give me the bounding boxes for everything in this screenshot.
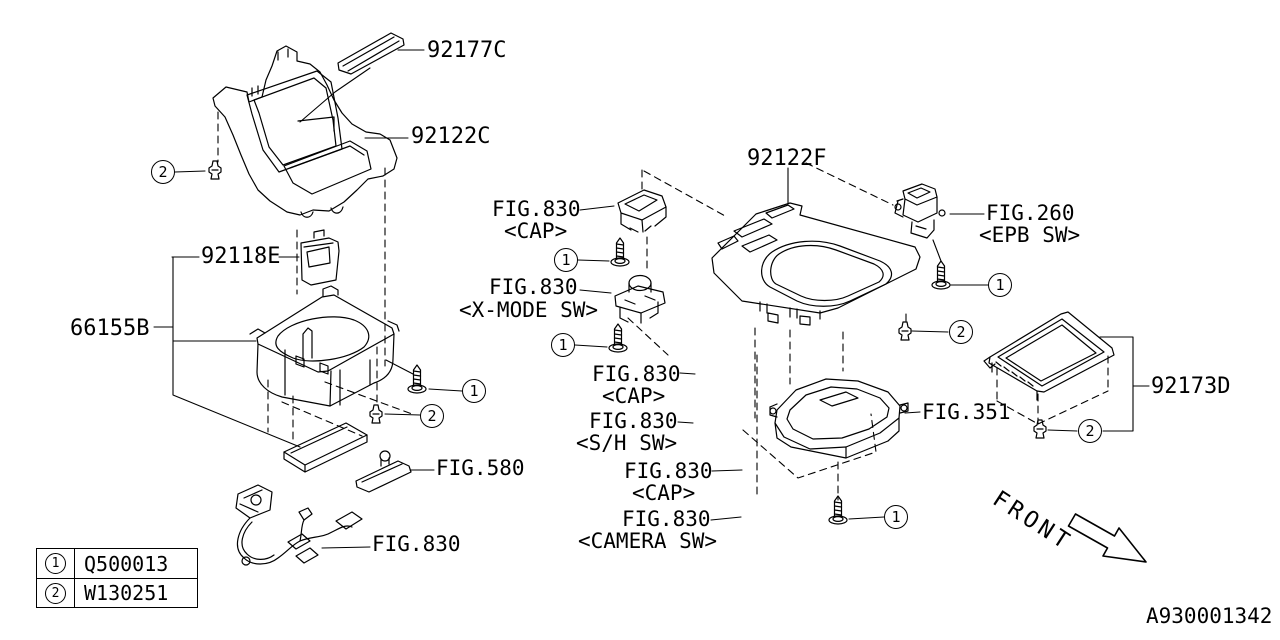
figure-ref-xmode: FIG.830 [489, 275, 578, 299]
part-label-92173d: 92173D [1151, 374, 1231, 399]
screw-icon [407, 364, 427, 394]
figure-ref-cap-top-sub: <CAP> [504, 219, 568, 243]
callout-1-box-screw: 1 [462, 379, 486, 403]
document-number: A930001342 [1146, 604, 1273, 628]
legend-row: 2 W130251 [37, 578, 197, 607]
bracket-92118e-drawing [300, 229, 340, 286]
part-label-92177c: 92177C [427, 38, 507, 63]
assembly-dashed-lines [217, 111, 1109, 501]
callout-legend-table: 1 Q500013 2 W130251 [36, 548, 198, 608]
figure-ref-sh-sub: <S/H SW> [576, 431, 678, 455]
callout-2-legend: 2 [45, 582, 66, 604]
figure-ref-camera: FIG.830 [622, 507, 711, 531]
figure-ref-epb: FIG.260 [986, 201, 1075, 225]
console-box-66155b-drawing [249, 285, 400, 407]
part-label-92122f: 92122F [747, 146, 827, 171]
legend-row: 1 Q500013 [37, 549, 197, 578]
harness-fig830-drawing [235, 484, 363, 566]
console-panel-92122c-drawing [212, 45, 398, 218]
figure-ref-cap-top: FIG.830 [492, 197, 581, 221]
console-panel-92122f-drawing [711, 202, 921, 326]
clip-icon [369, 404, 383, 424]
callout-2-tray-clip: 2 [1078, 419, 1102, 443]
legend-part-number: Q500013 [84, 551, 169, 576]
callout-1-xmode-screw: 1 [551, 333, 575, 357]
legend-part-number: W130251 [84, 581, 169, 605]
callout-2-box-clip: 2 [420, 404, 444, 428]
callout-1-legend: 1 [45, 553, 66, 574]
figure-ref-xmode-sub: <X-MODE SW> [459, 298, 599, 322]
front-arrow-icon [1067, 513, 1147, 563]
xmode-switch-drawing [614, 274, 666, 324]
leader-lines [153, 49, 1150, 549]
part-label-92118e: 92118E [201, 244, 281, 269]
screw-icon [610, 237, 630, 267]
figure-ref-harness: FIG.830 [372, 532, 461, 556]
figure-ref-cap-mid-sub: <CAP> [602, 384, 666, 408]
fig351-bezel-drawing [769, 378, 909, 459]
mat-pad-drawing [283, 422, 368, 473]
callout-1-bezel-screw: 1 [884, 505, 908, 529]
figure-ref-fig351: FIG.351 [922, 400, 1011, 424]
figure-ref-fig580: FIG.580 [436, 456, 525, 480]
figure-ref-cap-low-sub: <CAP> [632, 481, 696, 505]
figure-ref-camera-sub: <CAMERA SW> [578, 529, 718, 553]
callout-1-epb-screw: 1 [988, 273, 1012, 297]
tray-92173d-drawing [983, 311, 1115, 401]
figure-ref-epb-sub: <EPB SW> [979, 223, 1081, 247]
cap-top-part-drawing [617, 189, 667, 233]
part-label-92122c: 92122C [411, 124, 491, 149]
legend-symbol-cell: 1 [37, 549, 75, 578]
callout-2-92122c-clip: 2 [151, 160, 175, 184]
fig580-part-drawing [355, 450, 412, 493]
screw-icon [931, 260, 951, 290]
clip-icon [898, 321, 912, 341]
legend-symbol-cell: 2 [37, 579, 75, 607]
epb-switch-drawing [894, 183, 946, 239]
clip-icon [208, 160, 222, 180]
callout-2-panel-clip: 2 [949, 320, 973, 344]
screw-icon [608, 323, 628, 353]
garnish-92177c-drawing [337, 32, 405, 75]
callout-1-cap-screw: 1 [554, 248, 578, 272]
figure-ref-cap-low: FIG.830 [624, 459, 713, 483]
figure-ref-cap-mid: FIG.830 [592, 362, 681, 386]
part-label-66155b: 66155B [70, 316, 150, 341]
figure-ref-sh: FIG.830 [589, 409, 678, 433]
